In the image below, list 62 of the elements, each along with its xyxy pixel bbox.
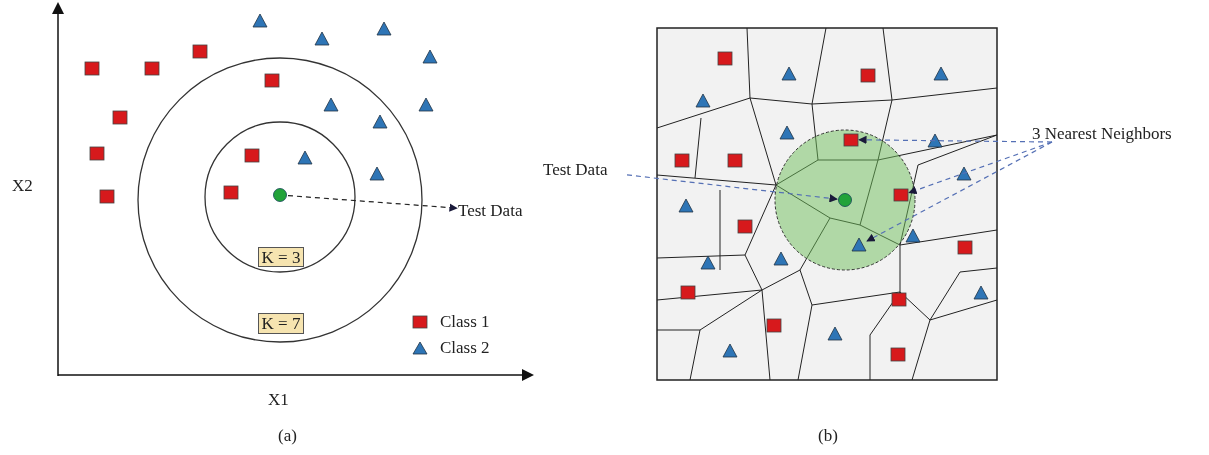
k-value-label: K = 7: [258, 313, 304, 334]
dashed-arrow: [626, 174, 838, 203]
triangle-marker: [370, 167, 384, 180]
triangle-marker: [782, 67, 796, 80]
square-marker: [113, 111, 127, 124]
square-marker: [844, 134, 858, 146]
dashed-arrow: [908, 141, 1053, 195]
square-marker: [738, 220, 752, 233]
square-marker: [145, 62, 159, 75]
square-marker: [728, 154, 742, 167]
square-marker: [193, 45, 207, 58]
triangle-marker: [723, 344, 737, 357]
square-marker: [892, 293, 906, 306]
triangle-marker: [852, 238, 866, 251]
callout-label: Test Data: [458, 201, 533, 221]
callout-label: 3 Nearest Neighbors: [1032, 124, 1202, 144]
legend-label: Class 2: [440, 338, 490, 358]
triangle-marker: [373, 115, 387, 128]
axis-label: X1: [268, 390, 289, 410]
triangle-marker: [828, 327, 842, 340]
square-marker: [245, 149, 259, 162]
square-marker: [100, 190, 114, 203]
square-marker: [894, 189, 908, 201]
k-value-label: K = 3: [258, 247, 304, 267]
square-marker: [767, 319, 781, 332]
legend-label: Class 1: [440, 312, 490, 332]
triangle-marker: [696, 94, 710, 107]
triangle-marker: [377, 22, 391, 35]
square-marker: [891, 348, 905, 361]
triangle-marker: [419, 98, 433, 111]
square-marker: [90, 147, 104, 160]
callout-label: Test Data: [543, 160, 626, 180]
triangle-marker: [928, 134, 942, 147]
dashed-arrow: [287, 195, 458, 212]
triangle-marker: [315, 32, 329, 45]
square-marker: [675, 154, 689, 167]
panel-label: (a): [278, 426, 297, 446]
triangle-marker: [298, 151, 312, 164]
triangle-marker: [934, 67, 948, 80]
triangle-marker: [679, 199, 693, 212]
triangle-marker: [701, 256, 715, 269]
triangle-marker: [253, 14, 267, 27]
square-marker: [224, 186, 238, 199]
triangle-marker: [957, 167, 971, 180]
square-marker: [958, 241, 972, 254]
triangle-marker: [423, 50, 437, 63]
test-point: [838, 193, 852, 207]
triangle-marker: [774, 252, 788, 265]
triangle-marker: [324, 98, 338, 111]
square-marker: [861, 69, 875, 82]
triangle-marker: [974, 286, 988, 299]
square-marker: [718, 52, 732, 65]
square-marker: [265, 74, 279, 87]
panel-label: (b): [818, 426, 838, 446]
square-marker: [85, 62, 99, 75]
dashed-arrow: [858, 135, 1053, 145]
triangle-marker: [906, 229, 920, 242]
dashed-arrow: [866, 141, 1053, 242]
triangle-marker: [780, 126, 794, 139]
test-point: [273, 188, 287, 202]
axis-label: X2: [12, 176, 33, 196]
square-marker: [681, 286, 695, 299]
